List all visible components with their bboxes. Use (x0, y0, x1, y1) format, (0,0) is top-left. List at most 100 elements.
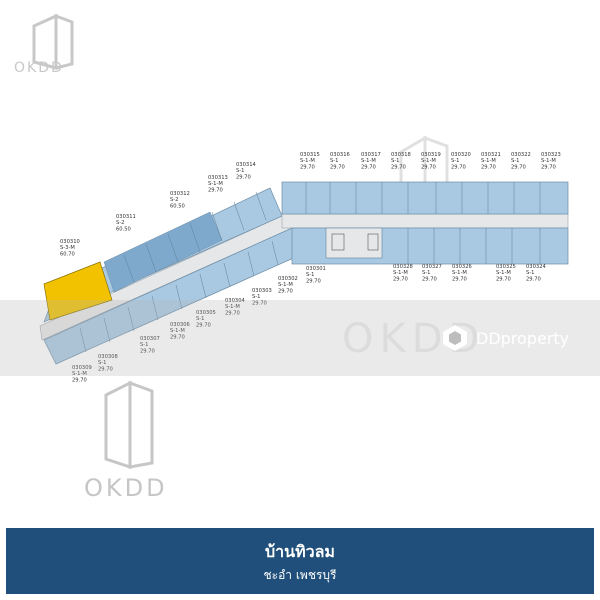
unit-area: 29.70 (393, 276, 408, 282)
unit-area: 29.70 (496, 276, 511, 282)
unit-id: 030326 (452, 264, 472, 270)
unit-area: 29.70 (196, 322, 211, 328)
unit-type: S-1-M (208, 181, 223, 187)
unit-area: 29.70 (452, 276, 467, 282)
lift-icon (367, 233, 379, 251)
service-core (325, 227, 383, 259)
unit-id: 030312 (170, 191, 190, 197)
straight-upper-units (281, 181, 569, 215)
unit-type: S-1-M (393, 270, 408, 276)
unit-id: 030310 (60, 239, 80, 245)
unit-type: S-1-M (170, 328, 185, 334)
unit-area: 29.70 (330, 164, 345, 170)
unit-area: 29.70 (252, 300, 267, 306)
wing-dividers (79, 191, 279, 353)
unit-area: 29.70 (422, 276, 437, 282)
unit-area: 29.70 (72, 377, 87, 383)
unit-type: S-1 (391, 158, 399, 164)
unit-area: 29.70 (225, 310, 240, 316)
unit-type: S-1 (236, 168, 244, 174)
unit-id: 030319 (421, 152, 441, 158)
stair-icon (331, 233, 345, 251)
unit-area: 29.70 (451, 164, 466, 170)
ddproperty-logo-text: DDproperty (476, 328, 570, 348)
straight-dividers (305, 182, 541, 264)
unit-id: 030307 (140, 336, 160, 342)
unit-type: S-1-M (496, 270, 511, 276)
footer-banner: บ้านทิวลม ชะอำ เพชรบุรี (6, 528, 594, 594)
unit-type: S-1-M (541, 158, 556, 164)
watermark-text-top: OKDD (14, 60, 64, 76)
unit-id: 030323 (541, 152, 561, 158)
unit-id: 030317 (361, 152, 381, 158)
unit-030310-highlight (43, 261, 113, 321)
unit-area: 29.70 (391, 164, 406, 170)
unit-area: 60.50 (116, 226, 131, 232)
unit-type: S-1 (330, 158, 338, 164)
unit-type: S-1 (526, 270, 534, 276)
unit-id: 030321 (481, 152, 501, 158)
unit-type: S-1 (252, 294, 260, 300)
unit-type: S-2 (116, 220, 124, 226)
unit-area: 29.70 (306, 278, 321, 284)
unit-type: S-1-M (452, 270, 467, 276)
unit-type: S-1-M (300, 158, 315, 164)
unit-type: S-1-M (361, 158, 376, 164)
unit-type: S-1 (306, 272, 314, 278)
unit-area: 29.70 (526, 276, 541, 282)
unit-area: 29.70 (98, 366, 113, 372)
unit-area: 60.70 (60, 251, 75, 257)
unit-id: 030325 (496, 264, 516, 270)
unit-area: 29.70 (541, 164, 556, 170)
unit-type: S-1 (140, 342, 148, 348)
unit-type: S-1-M (72, 371, 87, 377)
unit-id: 030324 (526, 264, 547, 270)
unit-id: 030313 (208, 175, 228, 181)
ddproperty-hexagon-icon (443, 325, 467, 351)
unit-type: S-1 (98, 360, 106, 366)
unit-area: 29.70 (421, 164, 436, 170)
unit-area: 29.70 (140, 348, 155, 354)
unit-id: 030308 (98, 354, 118, 360)
unit-id: 030306 (170, 322, 190, 328)
project-title: บ้านทิวลม (265, 542, 335, 561)
unit-type: S-1-M (225, 304, 240, 310)
wing-upper-dark-zone (103, 211, 223, 293)
unit-id: 030305 (196, 310, 216, 316)
unit-type: S-1-M (421, 158, 436, 164)
unit-area: 60.50 (170, 203, 185, 209)
unit-id: 030328 (393, 264, 413, 270)
unit-area: 29.70 (481, 164, 496, 170)
unit-id: 030301 (306, 266, 326, 272)
unit-id: 030316 (330, 152, 350, 158)
unit-type: S-1-M (481, 158, 496, 164)
unit-area: 29.70 (361, 164, 376, 170)
unit-id: 030318 (391, 152, 411, 158)
unit-id: 030320 (451, 152, 471, 158)
unit-type: S-1 (196, 316, 204, 322)
unit-area: 29.70 (236, 174, 251, 180)
project-location: ชะอำ เพชรบุรี (263, 568, 337, 582)
unit-type: S-1 (422, 270, 430, 276)
